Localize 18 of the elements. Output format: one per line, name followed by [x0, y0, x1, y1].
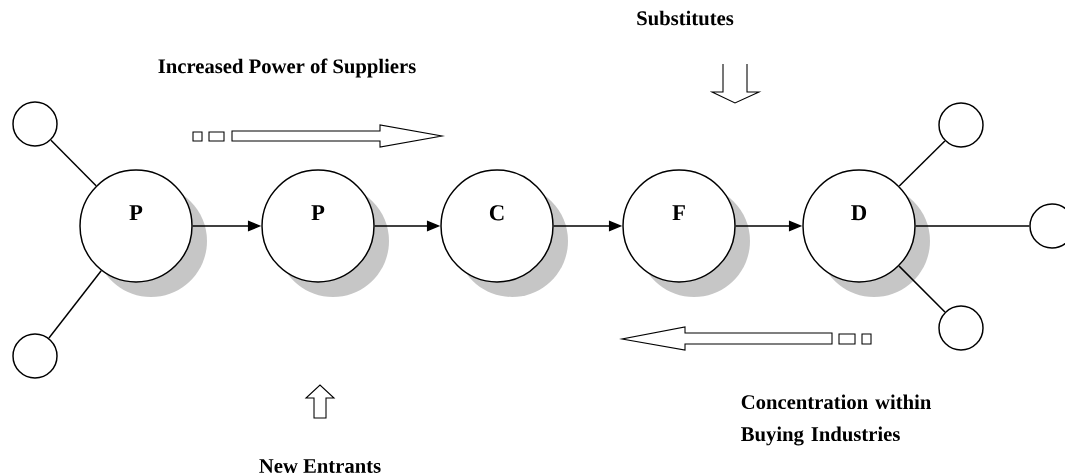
- circle-node: F: [622, 169, 736, 283]
- circle-node: [12, 101, 58, 147]
- label-text: New Entrants: [259, 459, 381, 473]
- circle-node: C: [440, 169, 554, 283]
- circle-node: P: [79, 169, 193, 283]
- connector-line: [48, 270, 102, 339]
- circle-node: D: [802, 169, 916, 283]
- circle-node: [938, 102, 984, 148]
- connector-line: [915, 225, 1030, 227]
- label-text: Increased Power of Suppliers: [158, 58, 416, 78]
- circle-node: P: [261, 169, 375, 283]
- circle-node: [938, 305, 984, 351]
- connector-line: [898, 265, 946, 313]
- label-text: Concentration within Buying Industries: [741, 394, 931, 446]
- circle-node: [12, 333, 58, 379]
- connector-line: [50, 139, 97, 187]
- connector-line: [898, 140, 946, 187]
- label-text: Substitutes: [637, 10, 734, 26]
